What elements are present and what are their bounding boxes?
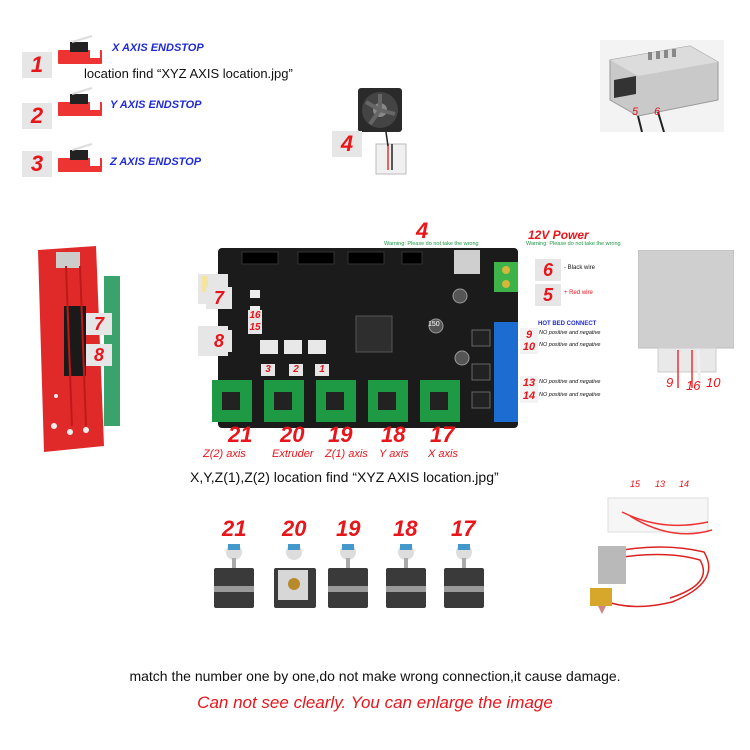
driver-19-label: Z(1) axis <box>325 448 368 460</box>
endstop-switch-icon <box>58 143 102 172</box>
lcd-port-7-number: 7 <box>86 313 112 335</box>
driver-17-number: 17 <box>430 422 455 447</box>
hotbed-port-10-label: NO positive and negative <box>539 342 601 348</box>
lcd-port-8-number: 8 <box>86 344 112 366</box>
axis-location-note: X,Y,Z(1),Z(2) location find “XYZ AXIS lo… <box>190 469 499 485</box>
motor-20-number: 20 <box>282 516 307 541</box>
lcd-board-icon <box>38 246 120 452</box>
fan-number: 4 <box>332 131 362 157</box>
driver-20-label: Extruder <box>272 448 314 460</box>
hotend-wire-15: 15 <box>630 479 641 489</box>
hotbed-port-9-number: 9 <box>520 328 538 342</box>
power-positive-label: + Red wire <box>564 290 593 296</box>
mainboard-icon <box>198 248 518 428</box>
motor-19-number: 19 <box>336 516 361 541</box>
footer-warning: Can not see clearly. You can enlarge the… <box>197 693 553 712</box>
driver-17-label: X axis <box>428 448 458 460</box>
thermistor-port-16-number: 16 <box>248 310 262 322</box>
endstop-1-label: X AXIS ENDSTOP <box>112 42 204 54</box>
psu-wire-5: 5 <box>632 106 639 118</box>
endstop-switch-icon <box>58 35 102 64</box>
endstop-3-label: Z AXIS ENDSTOP <box>110 156 202 168</box>
hotend-wire-14: 14 <box>679 479 690 489</box>
power-warning: Warning: Please do not take the wrong <box>526 241 621 247</box>
board-port-8-number: 8 <box>206 330 232 352</box>
hotbed-port-9-label: NO positive and negative <box>539 330 601 336</box>
hotbed-port-14-label: NO positive and negative <box>539 392 601 398</box>
driver-18-label: Y axis <box>379 448 409 460</box>
hotbed-port-13-label: NO positive and negative <box>539 379 601 385</box>
power-title: 12V Power <box>528 228 589 242</box>
driver-21-number: 21 <box>228 422 253 447</box>
heatbed-wire-9: 9 <box>666 375 674 390</box>
stepper-motor-icon <box>386 544 426 608</box>
board-chip-label: 150 <box>428 321 440 328</box>
board-endstop-port-2-number: 2 <box>289 364 303 376</box>
hotbed-port-13-number: 13 <box>520 376 538 390</box>
hotend-wire-13: 13 <box>655 479 666 489</box>
motor-21-number: 21 <box>222 516 247 541</box>
heatbed-wire-10: 10 <box>706 375 721 390</box>
driver-19-number: 19 <box>328 422 353 447</box>
power-negative-number: 6 <box>535 259 561 281</box>
endstop-1-number: 1 <box>22 52 52 78</box>
power-positive-number: 5 <box>535 284 561 306</box>
endstop-switch-icon <box>58 87 102 116</box>
driver-20-number: 20 <box>280 422 305 447</box>
footer-note: match the number one by one,do not make … <box>129 668 621 684</box>
heatbed-wire-16: 16 <box>686 378 701 393</box>
motor-18-number: 18 <box>393 516 418 541</box>
board-fan-number: 4 <box>416 218 429 243</box>
endstop-2-label: Y AXIS ENDSTOP <box>110 99 202 111</box>
power-negative-label: - Black wire <box>564 265 596 271</box>
stepper-motor-icon <box>444 544 484 608</box>
endstop-2-number: 2 <box>22 103 52 129</box>
thermistor-port-15-number: 15 <box>248 322 262 334</box>
hotbed-port-10-number: 10 <box>520 340 538 354</box>
board-port-7-number: 7 <box>206 287 232 309</box>
power-supply-icon <box>600 40 724 132</box>
motor-17-number: 17 <box>451 516 476 541</box>
board-endstop-port-3-number: 3 <box>261 364 275 376</box>
endstop-3-number: 3 <box>22 151 52 177</box>
hotbed-port-14-number: 14 <box>520 389 538 403</box>
driver-21-label: Z(2) axis <box>203 448 246 460</box>
endstop-location-note: location find “XYZ AXIS location.jpg” <box>84 66 293 81</box>
psu-wire-6: 6 <box>654 106 661 118</box>
fan-icon <box>358 88 407 175</box>
board-endstop-port-1-number: 1 <box>315 364 329 376</box>
stepper-motor-icon <box>328 544 368 608</box>
hotend-icon <box>590 497 713 614</box>
stepper-motor-icon <box>214 544 254 608</box>
heatbed-icon <box>638 250 734 388</box>
board-fan-warning: Warning: Please do not take the wrong <box>384 241 479 247</box>
hotbed-title: HOT BED CONNECT <box>538 321 597 327</box>
driver-18-number: 18 <box>381 422 406 447</box>
extruder-motor-icon <box>274 544 316 608</box>
